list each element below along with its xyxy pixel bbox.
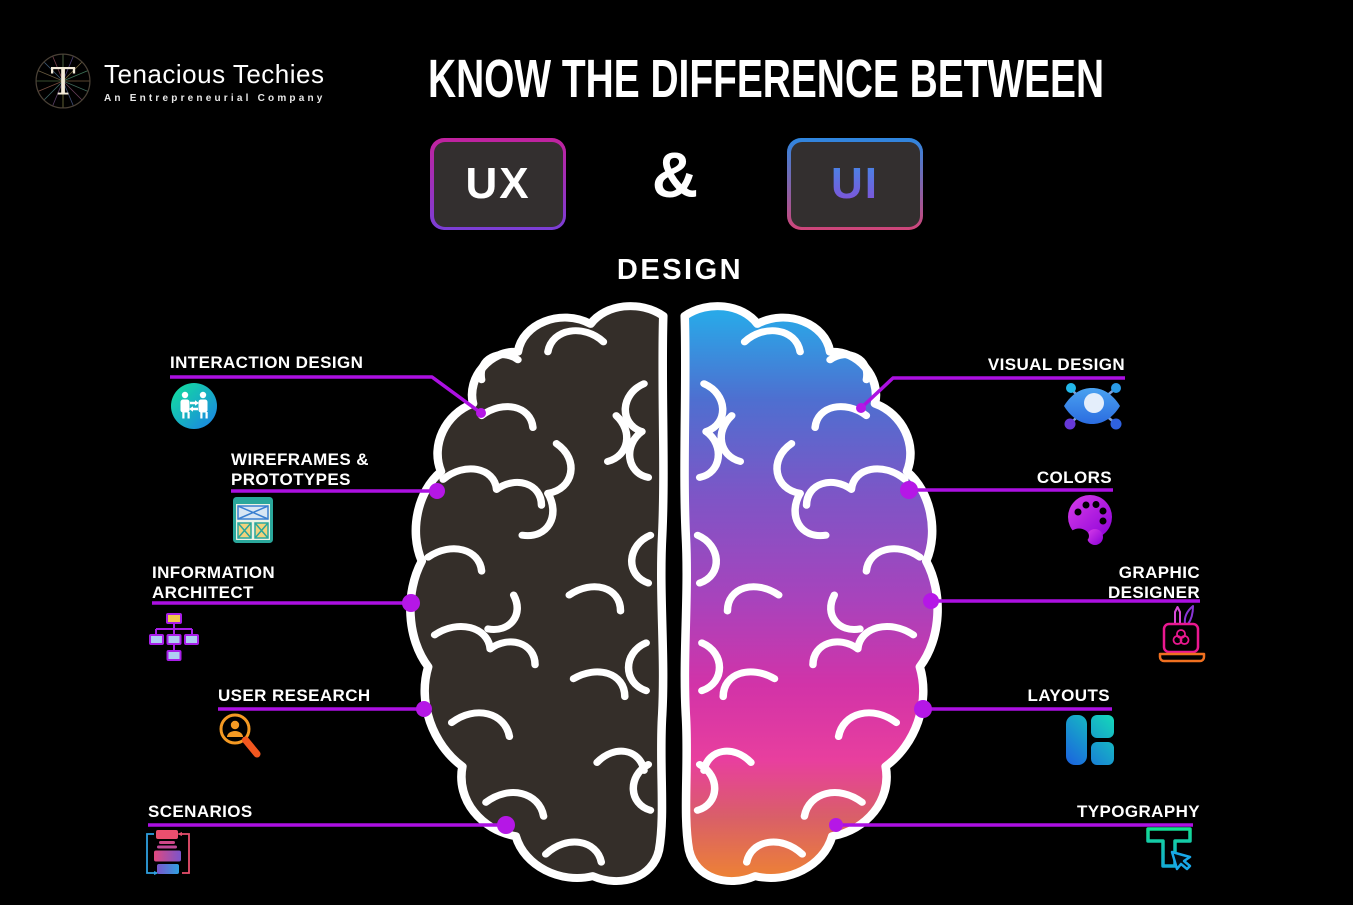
scenarios-icon [146,830,190,875]
brand-tagline: An Entrepreneurial Company [104,92,326,104]
logo-monogram: T [51,59,76,103]
ampersand: & [651,139,699,211]
colors-icon [1068,495,1112,545]
label-layouts: LAYOUTS [1027,686,1110,705]
brain-left-hemisphere [410,306,663,881]
wireframes-prototypes-icon [233,497,273,543]
label-information-architect: INFORMATION ARCHITECT [152,563,276,602]
interaction-design-icon [171,383,217,429]
label-typography: TYPOGRAPHY [1076,802,1200,821]
user-research-icon [219,713,261,758]
visual-design-icon [1064,383,1122,430]
label-user-research: USER RESEARCH [218,686,371,705]
information-architect-icon [149,613,199,661]
ux-badge-label: UX [433,141,563,227]
ux-badge: UX [430,138,566,230]
brand-header: T Tenacious Techies An Entrepreneurial C… [34,52,326,110]
label-scenarios: SCENARIOS [148,802,253,821]
layouts-icon [1066,715,1114,765]
typography-icon [1146,827,1192,871]
label-colors: COLORS [1036,468,1112,487]
graphic-designer-icon [1158,605,1206,663]
brain-illustration [394,296,954,904]
label-wireframes-prototypes: WIREFRAMES & PROTOTYPES [231,450,369,489]
brand-name: Tenacious Techies [104,58,325,89]
page-title: KNOW THE DIFFERENCE BETWEEN [428,49,1105,109]
label-interaction-design: INTERACTION DESIGN [170,353,364,372]
brand-text: Tenacious Techies An Entrepreneurial Com… [104,59,326,104]
tenacious-techies-logo-icon: T [35,53,91,109]
brain-right-hemisphere [685,306,938,881]
label-visual-design: VISUAL DESIGN [987,355,1125,374]
ui-badge: UI [787,138,923,230]
label-graphic-designer: GRAPHIC DESIGNER [1108,563,1200,602]
ui-badge-label: UI [831,159,879,208]
design-subtitle: DESIGN [616,254,744,286]
